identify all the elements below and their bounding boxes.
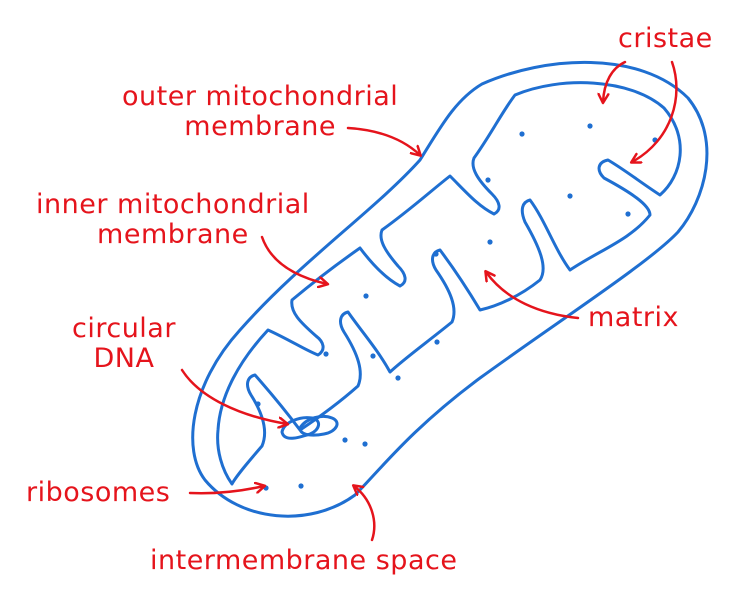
ribosome-dots (255, 123, 658, 491)
ribosome-dot (485, 177, 491, 183)
intermembrane-space-text: intermembrane space (150, 545, 458, 576)
ribosome-dot (395, 375, 401, 381)
circular-dna-label: circular DNA (72, 314, 176, 374)
label-arrows (180, 60, 678, 542)
cristae-arrow-1 (603, 60, 627, 102)
inner-membrane-line-1: inner mitochondrial (36, 189, 310, 220)
intermembrane-space-label: intermembrane space (150, 546, 457, 576)
intermembrane-space-arrow (354, 486, 376, 542)
inner-membrane-line-2: membrane (97, 219, 249, 250)
ribosome-dot (433, 251, 439, 257)
circular-dna-line-1: circular (72, 313, 176, 344)
ribosome-dot (587, 123, 593, 129)
inner-membrane-shape (216, 81, 682, 486)
ribosome-dot (487, 239, 493, 245)
circular-dna-arrow (180, 368, 287, 424)
outer-membrane-line-1: outer mitochondrial (122, 81, 399, 112)
ribosomes-arrow (188, 486, 264, 495)
ribosome-dot (342, 437, 348, 443)
circular-dna-line-2: DNA (93, 343, 155, 374)
matrix-text: matrix (588, 302, 680, 333)
ribosome-dot (362, 441, 368, 447)
matrix-label: matrix (588, 303, 679, 333)
ribosome-dot (370, 353, 376, 359)
ribosome-dot (519, 131, 525, 137)
ribosome-dot (434, 339, 440, 345)
circular-dna-shape (280, 414, 339, 440)
ribosome-dot (567, 193, 573, 199)
ribosome-dot (625, 211, 631, 217)
inner-membrane-label: inner mitochondrial membrane (36, 190, 310, 250)
ribosome-dot (363, 293, 369, 299)
ribosomes-text: ribosomes (26, 477, 171, 508)
matrix-arrow (486, 272, 580, 320)
ribosome-dot (255, 401, 261, 407)
cristae-arrow-2 (632, 60, 678, 162)
ribosomes-label: ribosomes (26, 478, 170, 508)
cristae-text: cristae (618, 23, 713, 54)
cristae-label: cristae (618, 24, 713, 54)
ribosome-dot (323, 351, 329, 357)
outer-membrane-label: outer mitochondrial membrane (122, 82, 398, 142)
inner-membrane-arrow (260, 235, 327, 284)
ribosome-dot (298, 483, 304, 489)
outer-membrane-line-2: membrane (184, 111, 337, 142)
outer-membrane-arrow (346, 126, 420, 155)
